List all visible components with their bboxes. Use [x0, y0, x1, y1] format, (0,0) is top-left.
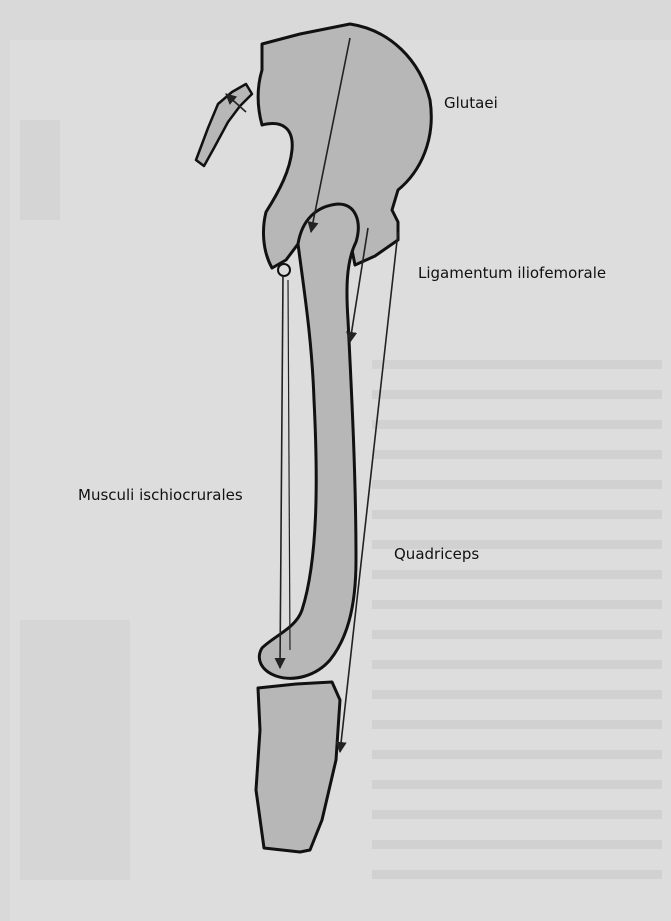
label-glutaei: Glutaei [444, 94, 498, 112]
label-ligamentum-iliofemorale: Ligamentum iliofemorale [418, 264, 606, 282]
label-musculi-ischiocrurales: Musculi ischiocrurales [78, 486, 243, 504]
ischial-tuberosity [278, 264, 290, 276]
label-quadriceps: Quadriceps [394, 545, 479, 563]
